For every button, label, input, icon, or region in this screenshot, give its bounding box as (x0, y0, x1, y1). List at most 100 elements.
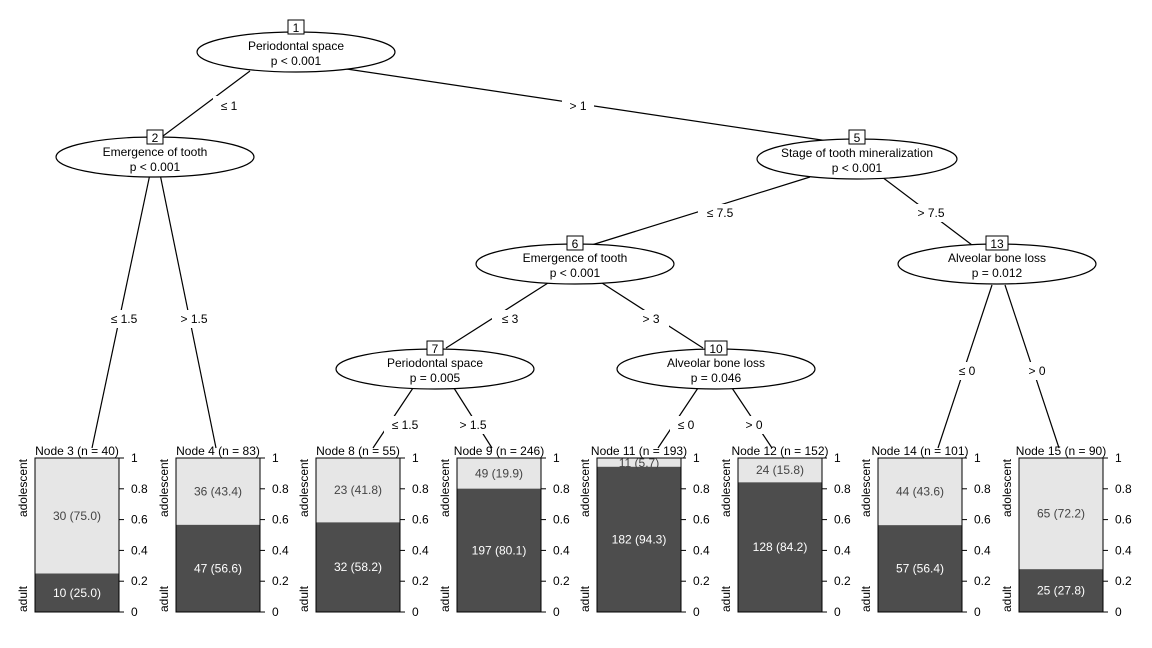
axis-tick-label: 0.2 (974, 574, 991, 588)
node-id: 7 (432, 342, 439, 356)
axis-tick-label: 0 (412, 605, 419, 619)
class-label-adolescent: adolescent (157, 458, 171, 517)
axis-tick-label: 0 (272, 605, 279, 619)
adolescent-bar (316, 458, 400, 523)
node-id: 2 (152, 131, 159, 145)
adult-bar (878, 525, 962, 612)
terminal-node-panel: Node 11 (n = 193)11 (5.7)182 (94.3)adole… (578, 444, 710, 619)
axis-tick-label: 1 (1115, 451, 1122, 465)
class-label-adult: adult (297, 585, 311, 612)
axis-tick-label: 0.2 (834, 574, 851, 588)
inner-node-10: 10 Alveolar bone loss p = 0.046 (616, 340, 816, 390)
axis-tick-label: 0.8 (693, 482, 710, 496)
p-value: p = 0.046 (691, 371, 742, 385)
adult-bar (316, 522, 400, 612)
class-label-adult: adult (16, 585, 30, 612)
class-label-adolescent: adolescent (297, 458, 311, 517)
adolescent-count-label: 30 (75.0) (53, 509, 101, 523)
split-variable: Alveolar bone loss (948, 251, 1046, 265)
terminal-node-panel: Node 12 (n = 152)24 (15.8)128 (84.2)adol… (719, 444, 851, 619)
adult-count-label: 128 (84.2) (753, 540, 808, 554)
adult-bar (35, 573, 119, 612)
node-id: 5 (854, 131, 861, 145)
node-id: 6 (572, 237, 579, 251)
class-label-adolescent: adolescent (1000, 458, 1014, 517)
terminal-node-panel: Node 14 (n = 101) 44 (43.6) 57 (56.4) adole… (859, 444, 991, 619)
edge-label-13-15: > 0 (1028, 364, 1045, 378)
adolescent-bar (1019, 458, 1103, 570)
terminal-node-panel: Node 9 (n = 246)49 (19.9)197 (80.1)adole… (438, 444, 570, 619)
adult-count-label: 57 (56.4) (896, 562, 944, 576)
terminal-nodes: Node 3 (n = 40)30 (75.0)10 (25.0)adolesc… (16, 444, 1132, 619)
adolescent-count-label: 65 (72.2) (1037, 507, 1085, 521)
axis-tick-label: 0.6 (412, 513, 429, 527)
edge-label-5-6: ≤ 7.5 (707, 206, 734, 220)
bar-frame (1018, 457, 1104, 613)
edge-label-2-4: > 1.5 (180, 312, 207, 326)
inner-node-7: 7 Periodontal space p = 0.005 (335, 340, 535, 390)
axis-tick-label: 0.6 (131, 513, 148, 527)
split-variable: Emergence of tooth (103, 145, 208, 159)
adolescent-count-label: 49 (19.9) (475, 466, 523, 480)
split-variable: Stage of tooth mineralization (781, 146, 933, 160)
axis-tick-label: 0.4 (974, 543, 991, 557)
axis-tick-label: 0 (974, 605, 981, 619)
adolescent-count-label: 24 (15.8) (756, 463, 804, 477)
p-value: p < 0.001 (832, 161, 883, 175)
edge-label-1-5: > 1 (569, 99, 586, 113)
axis-tick-label: 1 (553, 451, 560, 465)
edge-label-6-7: ≤ 3 (502, 312, 519, 326)
axis-tick-label: 1 (272, 451, 279, 465)
axis-tick-label: 0.2 (412, 574, 429, 588)
adolescent-bar (597, 458, 681, 467)
terminal-title: Node 14 (n = 101) (871, 444, 968, 458)
axis-tick-label: 0.2 (272, 574, 289, 588)
adult-bar (1019, 569, 1103, 612)
axis-tick-label: 0.6 (553, 513, 570, 527)
terminal-node-panel: Node 8 (n = 55)23 (41.8)32 (58.2)adolesc… (297, 444, 429, 619)
terminal-node-panel: Node 3 (n = 40)30 (75.0)10 (25.0)adolesc… (16, 444, 148, 619)
class-label-adolescent: adolescent (438, 458, 452, 517)
inner-nodes: 1 Periodontal space p < 0.001 2 Emergenc… (55, 19, 1097, 390)
axis-tick-label: 0.8 (131, 482, 148, 496)
axis-tick-label: 0.4 (1115, 543, 1132, 557)
axis-tick-label: 0.8 (272, 482, 289, 496)
terminal-title: Node 4 (n = 83) (176, 444, 260, 458)
terminal-title: Node 3 (n = 40) (35, 444, 119, 458)
axis-tick-label: 0.6 (834, 513, 851, 527)
edge-5-6 (581, 176, 811, 249)
axis-tick-label: 1 (693, 451, 700, 465)
p-value: p = 0.005 (410, 371, 461, 385)
axis-tick-label: 0.6 (272, 513, 289, 527)
adult-count-label: 47 (56.6) (194, 561, 242, 575)
edge-label-10-11: ≤ 0 (678, 418, 695, 432)
edge-1-5 (339, 67, 856, 146)
split-variable: Emergence of tooth (523, 251, 628, 265)
class-label-adult: adult (578, 585, 592, 612)
class-label-adult: adult (859, 585, 873, 612)
adolescent-count-label: 44 (43.6) (896, 485, 944, 499)
axis-tick-label: 0.4 (553, 543, 570, 557)
p-value: p < 0.001 (271, 54, 322, 68)
terminal-title: Node 8 (n = 55) (316, 444, 400, 458)
bar-frame (175, 457, 261, 613)
class-label-adult: adult (157, 585, 171, 612)
edge-label-7-9: > 1.5 (459, 418, 486, 432)
edge-label-13-14: ≤ 0 (959, 364, 976, 378)
class-label-adolescent: adolescent (859, 458, 873, 517)
axis-tick-label: 0 (693, 605, 700, 619)
split-variable: Alveolar bone loss (667, 356, 765, 370)
adolescent-count-label: 11 (5.7) (619, 456, 659, 470)
axis-tick-label: 0.8 (974, 482, 991, 496)
axis-tick-label: 0.4 (131, 543, 148, 557)
p-value: p < 0.001 (130, 160, 181, 174)
edge-labels: ≤ 1 > 1 ≤ 1.5 > 1.5 ≤ 7.5 > 7.5 ≤ 3 > 3 … (104, 96, 1053, 434)
adolescent-bar (738, 458, 822, 483)
node-id: 13 (990, 237, 1004, 251)
inner-node-2: 2 Emergence of tooth p < 0.001 (55, 129, 255, 178)
axis-tick-label: 0.8 (412, 482, 429, 496)
inner-node-13: 13 Alveolar bone loss p = 0.012 (897, 235, 1097, 285)
node-id: 1 (293, 21, 300, 35)
axis-tick-label: 0.8 (834, 482, 851, 496)
adolescent-count-label: 36 (43.4) (194, 484, 242, 498)
